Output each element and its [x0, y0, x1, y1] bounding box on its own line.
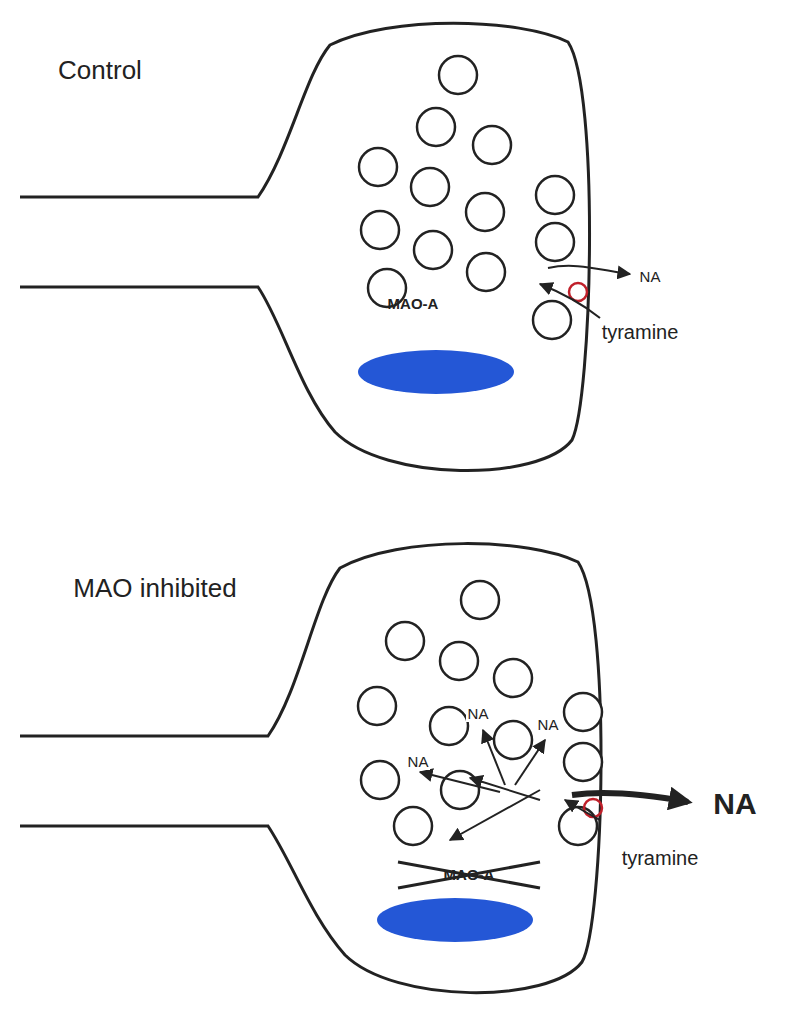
- tyramine-label: tyramine: [622, 847, 699, 869]
- na-label: NA: [536, 717, 561, 734]
- transporter: [584, 799, 602, 817]
- na-release-arrow: [572, 793, 688, 802]
- na-spread-arrows: [420, 730, 545, 840]
- enzyme-label: MAO-A: [444, 867, 495, 884]
- enzyme-label: MAO-A: [388, 296, 439, 313]
- na-label: NA: [713, 787, 756, 820]
- na-label: NA: [466, 706, 491, 723]
- vesicles: [358, 581, 602, 845]
- mao-enzyme: [377, 898, 533, 942]
- na-label: NA: [640, 269, 661, 286]
- mao-enzyme: [358, 350, 514, 394]
- inhibition-cross: [398, 862, 540, 888]
- panel-title: Control: [58, 56, 142, 85]
- na-label: NA: [406, 754, 431, 771]
- tyramine-uptake-arrow: [565, 800, 600, 820]
- vesicles: [359, 56, 574, 339]
- na-release-arrow: [548, 266, 630, 274]
- tyramine-uptake-arrow: [540, 284, 600, 318]
- panel-title: MAO inhibited: [73, 574, 236, 603]
- terminal-outline: [20, 544, 601, 993]
- terminal-outline: [20, 23, 590, 470]
- tyramine-label: tyramine: [602, 321, 679, 343]
